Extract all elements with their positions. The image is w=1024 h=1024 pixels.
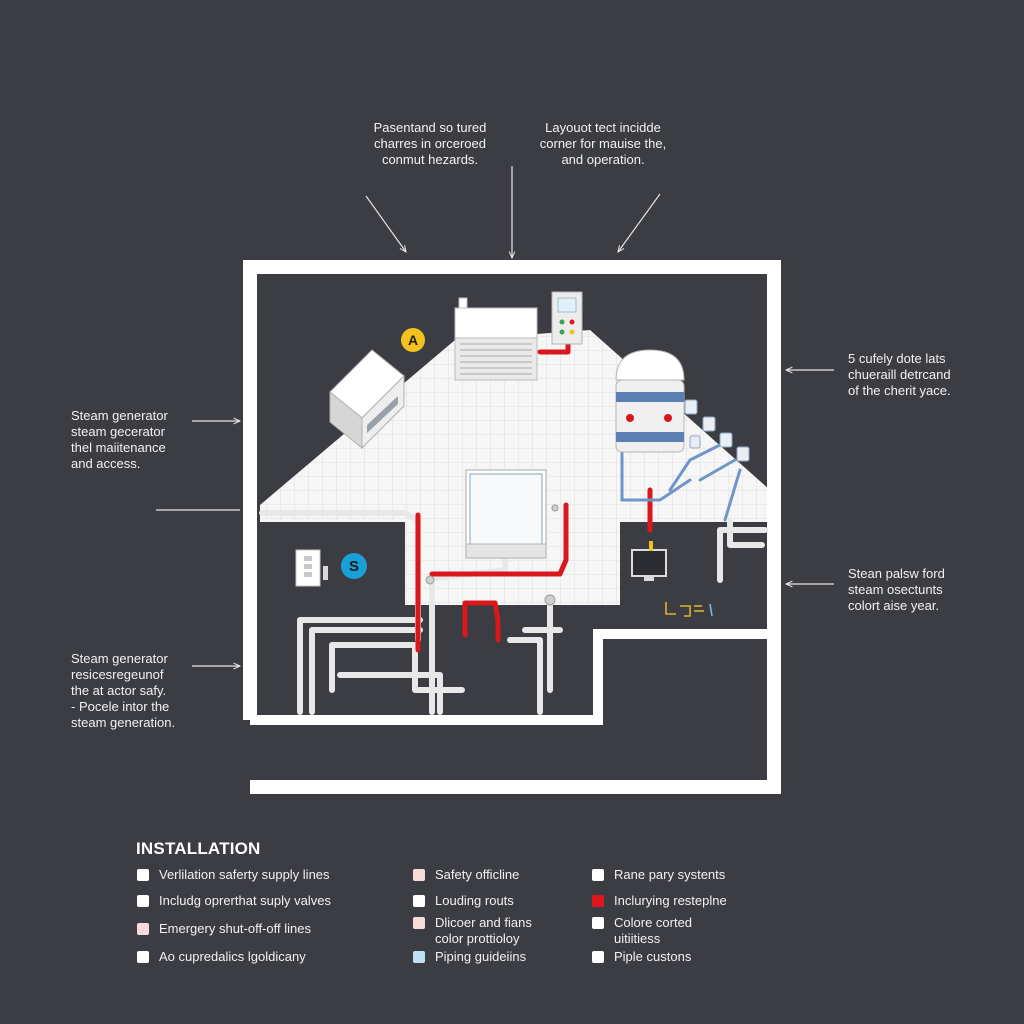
legend-item: Inclurying resteplne: [592, 893, 727, 909]
red-pipes: [415, 337, 653, 653]
outer-walls: [243, 260, 781, 794]
callout-line: chueraill detrcand: [848, 367, 951, 382]
legend-swatch: [413, 869, 425, 881]
callout-line: and access.: [71, 456, 141, 471]
callout-line: - Pocele intor the: [71, 699, 170, 714]
legend-item: Rane pary systents: [592, 867, 725, 883]
legend-item: Includg oprerthat suply valves: [137, 893, 331, 909]
leader-top-left: [365, 195, 406, 252]
callout-line: Steam generator: [71, 408, 168, 423]
legend-label-line: Emergery shut-off-off lines: [159, 921, 311, 936]
monitor-station: [631, 541, 667, 581]
legend-label-line: Piple custons: [614, 949, 692, 964]
legend-label-line: Dlicoer and fians: [435, 915, 532, 930]
legend-swatch: [137, 895, 149, 907]
legend-swatch: [137, 923, 149, 935]
legend-item: Ao cupredalics lgoldicany: [137, 949, 306, 965]
svg-text:A: A: [408, 332, 418, 348]
legend-label-line: Safety officline: [435, 867, 520, 882]
legend-label: Emergery shut-off-off lines: [159, 921, 311, 937]
legend-swatch: [592, 895, 604, 907]
legend-label-line: Louding routs: [435, 893, 514, 908]
legend-swatch: [413, 951, 425, 963]
legend-title: INSTALLATION: [136, 839, 261, 858]
legend-label-line: Inclurying resteplne: [614, 893, 727, 908]
callout-line: steam generation.: [71, 715, 176, 730]
callout-line: Layouot tect incidde: [545, 120, 661, 135]
legend-swatch: [413, 895, 425, 907]
valves: [425, 504, 559, 606]
legend-label-line: Piping guideiins: [435, 949, 527, 964]
boiler-tank: [615, 349, 685, 453]
legend-item: Safety officline: [413, 867, 519, 883]
legend-swatch: [592, 951, 604, 963]
blue-pipes: [620, 443, 742, 522]
steam-generator-cabinet: [329, 349, 405, 450]
legend-swatch: [592, 917, 604, 929]
legend-swatch: [137, 869, 149, 881]
callout-line: thel maiitenance: [71, 440, 166, 455]
legend-item: Louding routs: [413, 893, 514, 909]
callout-line: Stean palsw ford: [848, 566, 945, 581]
legend-swatch: [137, 951, 149, 963]
callout-line: conmut hezards.: [381, 152, 479, 167]
wall-switch-panel: [295, 549, 328, 587]
badge-a-icon: A: [401, 328, 425, 352]
svg-text:S: S: [349, 558, 359, 575]
callout-line: and operation.: [561, 152, 645, 167]
legend-label-line: color prottioloy: [435, 931, 520, 946]
central-heat-exchanger: [465, 469, 547, 559]
legend-label: Piping guideiins: [435, 949, 526, 965]
callout-line: 5 cufely dote lats: [848, 351, 946, 366]
callout-line: corner for mauise the,: [539, 136, 667, 151]
legend-label: Verlilation saferty supply lines: [159, 867, 330, 883]
callout-line: colort aise year.: [848, 598, 940, 613]
legend-label: Louding routs: [435, 893, 514, 909]
callout-line: steam osectunts: [848, 582, 943, 597]
legend-label: Rane pary systents: [614, 867, 725, 883]
callout-line: of the cherit yace.: [848, 383, 951, 398]
legend-label: Inclurying resteplne: [614, 893, 727, 909]
callout-line: Steam generator: [71, 651, 168, 666]
legend-label-line: Ao cupredalics lgoldicany: [159, 949, 306, 964]
callout-line: the at actor safy.: [71, 683, 167, 698]
leader-lines: [156, 166, 834, 666]
legend-label: Ao cupredalics lgoldicany: [159, 949, 306, 965]
legend-label-line: Rane pary systents: [614, 867, 726, 882]
control-panel: [551, 291, 583, 345]
pressure-gauges: [684, 399, 750, 462]
sensor-cluster: [665, 602, 713, 617]
badge-s-icon: S: [341, 553, 367, 579]
legend-label: Piple custons: [614, 949, 691, 965]
callout-line: resicesregeunof: [71, 667, 164, 682]
legend-label-line: Verlilation saferty supply lines: [159, 867, 330, 882]
legend-swatch: [592, 869, 604, 881]
callout-line: charres in orceroed: [374, 136, 486, 151]
legend-swatch: [413, 917, 425, 929]
legend-item: Emergery shut-off-off lines: [137, 921, 311, 937]
legend-label: Includg oprerthat suply valves: [159, 893, 331, 909]
legend-label-line: Colore corted: [614, 915, 693, 930]
legend-item: Piple custons: [592, 949, 691, 965]
leader-top-right: [618, 193, 661, 252]
legend-label: Safety officline: [435, 867, 519, 883]
legend-item: Piping guideiins: [413, 949, 526, 965]
callout-line: steam gecerator: [71, 424, 165, 439]
air-handling-unit: [454, 297, 538, 381]
legend-item: Verlilation saferty supply lines: [137, 867, 330, 883]
legend-label-line: uitiitiess: [614, 931, 661, 946]
callout-line: Pasentand so tured: [373, 120, 487, 135]
legend-label-line: Includg oprerthat suply valves: [159, 893, 331, 908]
